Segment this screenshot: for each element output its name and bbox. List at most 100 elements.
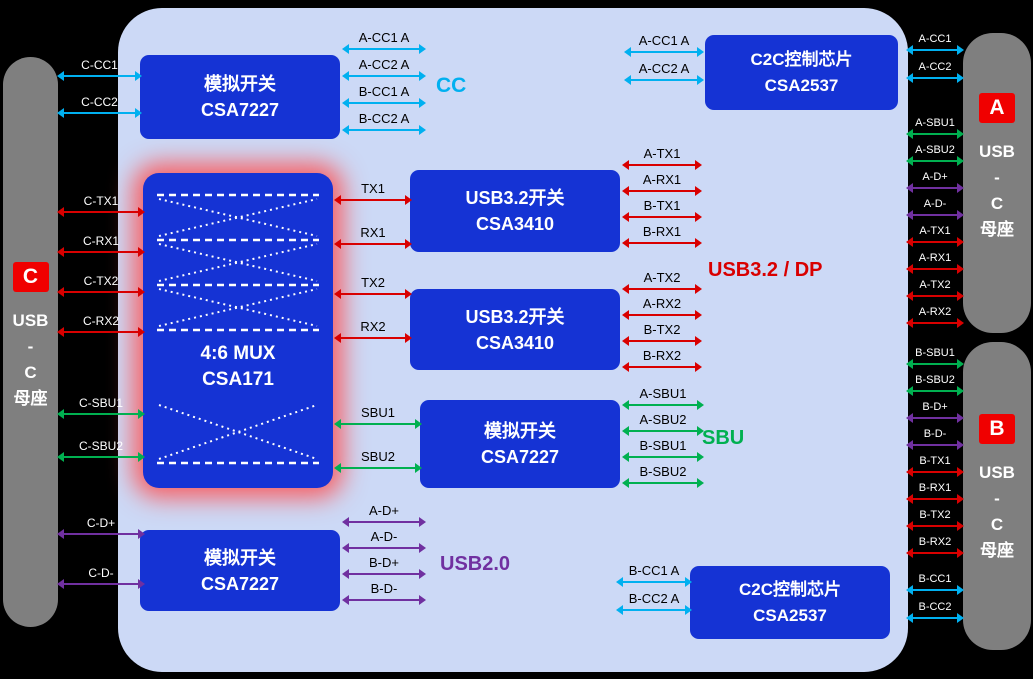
double-arrow-icon — [622, 160, 702, 170]
signal-label: A-D- — [923, 198, 947, 210]
double-arrow-icon — [624, 75, 704, 85]
section-label-usb32-dp: USB3.2 / DP — [708, 259, 823, 281]
usb-c-port-c: C USB - C 母座 — [3, 57, 58, 627]
double-arrow-icon — [57, 287, 145, 297]
signal-label: A-CC1 — [918, 33, 952, 45]
signal-label: B-TX2 — [643, 322, 681, 337]
signal-a-tx1: A-TX1 — [622, 147, 702, 173]
signal-label: A-D- — [370, 529, 398, 544]
signal-a-rx1: A-RX1 — [622, 173, 702, 199]
signal-a-d-: A-D- — [906, 197, 964, 224]
double-arrow-icon — [622, 426, 704, 436]
usb2-fanout-signals: A-D+A-D-B-D+B-D- — [342, 504, 426, 608]
chip-4to6-mux: 4:6 MUX CSA171 — [143, 173, 333, 488]
signal-c-sbu2: C-SBU2 — [57, 439, 145, 482]
signal-b-rx2: B-RX2 — [622, 349, 702, 375]
signal-label: B-TX1 — [643, 198, 681, 213]
signal-label: B-CC1 — [918, 573, 952, 585]
double-arrow-icon — [906, 413, 964, 423]
signal-label: B-SBU2 — [639, 464, 687, 479]
section-label-usb20: USB2.0 — [440, 553, 511, 575]
signal-label: C-D- — [88, 566, 114, 580]
signal-label: A-SBU2 — [639, 412, 687, 427]
signal-label: TX2 — [361, 275, 385, 290]
signal-a-sbu1: A-SBU1 — [906, 116, 964, 143]
double-arrow-icon — [342, 125, 426, 135]
signal-label: A-TX1 — [643, 146, 681, 161]
double-arrow-icon — [906, 291, 964, 301]
signal-label: A-RX1 — [642, 172, 682, 187]
port-b-name: USB - C 母座 — [979, 460, 1015, 564]
signal-a-tx2: A-TX2 — [622, 271, 702, 297]
chip-part: CSA2537 — [753, 605, 827, 625]
signal-label: A-CC1 A — [358, 30, 410, 45]
signal-label: A-CC1 A — [638, 33, 690, 48]
signal-a-cc1-a: A-CC1 A — [342, 31, 426, 58]
double-arrow-icon — [342, 71, 426, 81]
port-c-badge: C — [12, 262, 49, 292]
double-arrow-icon — [334, 333, 412, 343]
port-name-line: USB — [979, 142, 1015, 161]
double-arrow-icon — [622, 284, 702, 294]
chip-c2c-controller-b: C2C控制芯片 CSA2537 — [690, 566, 890, 639]
double-arrow-icon — [622, 336, 702, 346]
signal-b-sbu2: B-SBU2 — [906, 373, 964, 400]
chip-usb2-analog-switch: 模拟开关 CSA7227 — [140, 530, 340, 611]
signal-label: B-CC2 — [918, 601, 952, 613]
signal-label: C-D+ — [86, 516, 116, 530]
double-arrow-icon — [57, 579, 145, 589]
chip-usb32-switch-1: USB3.2开关 CSA3410 — [410, 170, 620, 252]
signal-label: B-SBU1 — [639, 438, 687, 453]
signal-a-sbu1: A-SBU1 — [622, 387, 704, 413]
double-arrow-icon — [342, 517, 426, 527]
mux-crossbar-graphic — [157, 193, 319, 465]
signal-label: A-D+ — [369, 503, 399, 518]
signal-b-tx1: B-TX1 — [906, 454, 964, 481]
double-arrow-icon — [616, 577, 692, 587]
signal-label: B-TX1 — [919, 455, 951, 467]
signal-label: A-CC2 A — [358, 57, 410, 72]
signal-a-d-: A-D- — [342, 530, 426, 556]
signal-a-rx2: A-RX2 — [622, 297, 702, 323]
port-a-badge: A — [979, 93, 1015, 123]
signal-label: B-CC2 A — [628, 591, 680, 606]
signal-b-cc1: B-CC1 — [906, 572, 964, 600]
chip-part: CSA7227 — [200, 573, 280, 594]
signal-a-sbu2: A-SBU2 — [622, 413, 704, 439]
signal-label: A-RX2 — [918, 306, 952, 318]
signal-c-d+: C-D+ — [57, 516, 145, 566]
double-arrow-icon — [342, 543, 426, 553]
signal-c-tx1: C-TX1 — [57, 194, 145, 234]
signal-tx1: TX1 — [334, 182, 412, 226]
signal-label: B-SBU2 — [915, 374, 955, 386]
chip-part: CSA3410 — [475, 332, 555, 353]
port-name-line: - — [994, 489, 1000, 508]
signal-tx2: TX2 — [334, 276, 412, 320]
chip-sbu-analog-switch: 模拟开关 CSA7227 — [420, 400, 620, 488]
signal-label: RX1 — [360, 225, 386, 240]
signal-sbu2: SBU2 — [334, 450, 422, 494]
signal-label: TX1 — [361, 181, 385, 196]
signal-b-d-: B-D- — [342, 582, 426, 608]
chip-c2c-controller-a: C2C控制芯片 CSA2537 — [705, 35, 898, 110]
signal-label: RX2 — [360, 319, 386, 334]
double-arrow-icon — [622, 400, 704, 410]
double-arrow-icon — [342, 98, 426, 108]
double-arrow-icon — [906, 264, 964, 274]
double-arrow-icon — [342, 569, 426, 579]
double-arrow-icon — [334, 195, 412, 205]
port-a-name: USB - C 母座 — [979, 139, 1015, 243]
signal-label: A-TX1 — [919, 225, 951, 237]
chip-title: 模拟开关 — [204, 74, 276, 94]
double-arrow-icon — [622, 212, 702, 222]
signal-c-d-: C-D- — [57, 566, 145, 616]
signal-a-sbu2: A-SBU2 — [906, 143, 964, 170]
usb-c-port-b: B USB - C 母座 — [963, 342, 1031, 650]
port-name-line: USB — [12, 311, 49, 330]
signal-c-rx1: C-RX1 — [57, 234, 145, 274]
